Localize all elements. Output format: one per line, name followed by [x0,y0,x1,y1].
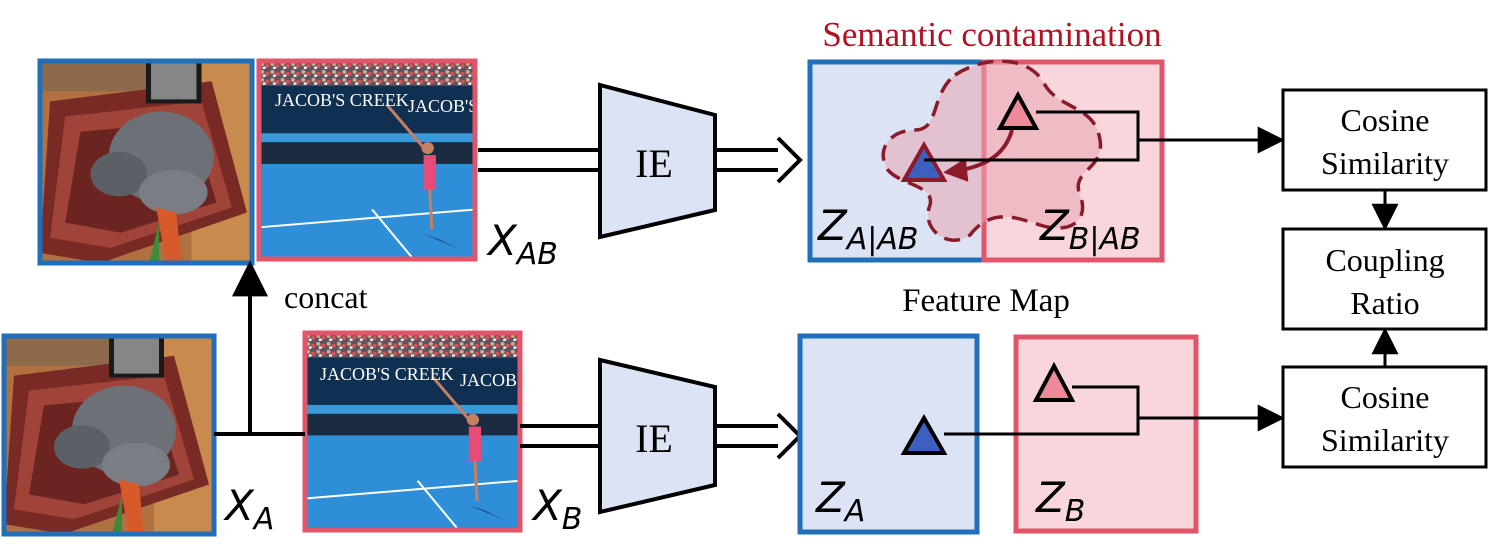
label-x-b: XB [531,481,582,537]
triangle-a-bottom [900,413,948,455]
semantic-contamination-title: Semantic contamination [822,15,1161,54]
label-z-a: ZA [815,473,865,529]
label-z-b-ab: ZB|AB [1039,201,1141,257]
contamination-region [881,59,1103,242]
cosine-similarity-top-line1: Cosine [1341,102,1430,138]
cosine-similarity-bottom-line1: Cosine [1341,379,1430,415]
double-arrow-into-top-encoder [478,148,600,172]
triangle-b-top [996,90,1040,130]
connector-bottom [944,385,1140,436]
triangle-b-bottom [1032,361,1076,402]
label-z-b: ZB [1035,473,1085,529]
double-arrow-out-bottom-encoder [715,412,803,460]
banner-text-2: JACOB'S [408,96,478,116]
concat-image-cat [37,58,255,266]
encoder-top [598,82,717,240]
encoder-bottom-label: IE [635,416,673,461]
image-x-a-cat [1,333,217,537]
encoder-top-label: IE [635,141,673,186]
cosine-similarity-bottom-line2: Similarity [1321,422,1449,458]
connector-top [924,110,1140,162]
coupling-ratio-box [1281,227,1488,331]
banner-text-1: JACOB'S CREEK [275,90,409,110]
image-x-b-tennis: JACOB'S CREEK JACOB'S [302,330,530,533]
concat-label: concat [284,279,368,315]
banner-text-3: JACOB'S CREEK [320,364,454,384]
label-x-a: XA [223,481,274,537]
cosine-similarity-top-line2: Similarity [1321,145,1449,181]
encoder-bottom [598,357,717,515]
cosine-similarity-top-box [1281,88,1488,192]
label-z-a-ab: ZA|AB [817,201,919,257]
feature-map-label: Feature Map [902,283,1070,319]
triangle-a-top-contaminated [900,140,948,182]
banner-text-4: JACOB'S [460,370,530,390]
double-arrow-out-top-encoder [715,136,803,184]
cosine-similarity-bottom-box [1281,365,1488,469]
coupling-ratio-line2: Ratio [1350,285,1419,321]
coupling-ratio-line1: Coupling [1325,242,1444,278]
label-x-ab: XAB [486,216,558,272]
double-arrow-into-bottom-encoder [520,424,600,448]
concat-image-tennis: JACOB'S CREEK JACOB'S [256,58,478,262]
